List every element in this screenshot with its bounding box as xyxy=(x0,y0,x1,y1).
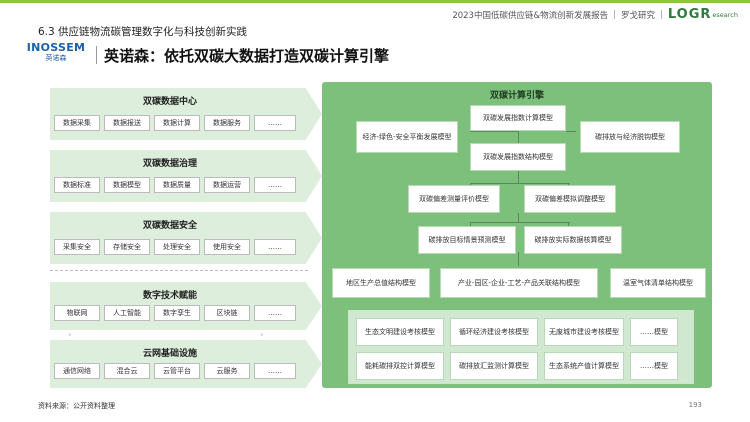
layer-item: …… xyxy=(254,115,296,131)
model-box-accounting: 碳排放实际数据核算模型 xyxy=(524,226,622,254)
section-title: 6.3 供应链物流碳管理数字化与科技创新实践 xyxy=(38,26,248,38)
headline: 英诺森：依托双碳大数据打造双碳计算引擎 xyxy=(104,47,390,65)
carbon-engine-panel: 双碳计算引擎 双碳发展指数计算模型双碳发展指数结构模型经济-绿色-安全平衡发展模… xyxy=(322,82,712,388)
layer-item: 云服务 xyxy=(204,363,250,379)
brand-cn: 英诺森 xyxy=(45,54,67,62)
report-header: 2023中国低碳供应链&物流创新发展报告 | 罗戈研究 | LOGR esear… xyxy=(452,7,738,22)
inossem-logo: INOSSEM 英诺森 xyxy=(22,42,90,66)
layer-item: …… xyxy=(254,363,296,379)
layer-separator xyxy=(50,270,308,271)
model-box-industry: 产业-园区-企业-工艺-产品关联结构模型 xyxy=(440,268,598,298)
model-box-ghg: 温室气体清单结构模型 xyxy=(610,268,706,298)
model-box-energy: 能耗碳排双控计算模型 xyxy=(356,352,444,380)
layer-item: 区块链 xyxy=(204,305,250,321)
model-box-sink: 碳排放汇监测计算模型 xyxy=(450,352,538,380)
connector-line xyxy=(470,222,570,223)
brand-en: INOSSEM xyxy=(26,41,86,54)
model-box-more1: ……模型 xyxy=(630,318,678,346)
page-number: 193 xyxy=(688,401,702,409)
layer-title: 双碳数据中心 xyxy=(142,97,197,107)
chevron-icon: › xyxy=(260,330,264,339)
layer-0 xyxy=(50,88,322,140)
top-accent-line xyxy=(0,0,750,3)
connector-line xyxy=(518,171,519,183)
model-box-eco-civ: 生态文明建设考核模型 xyxy=(356,318,444,346)
brand-divider xyxy=(96,46,97,64)
layer-item: 数据运营 xyxy=(204,177,250,193)
logr-logo-sub: esearch xyxy=(712,10,738,19)
layer-item: 数据报送 xyxy=(104,115,150,131)
model-box-nowaste: 无废城市建设考核模型 xyxy=(544,318,624,346)
connector-line xyxy=(518,131,519,143)
layer-item: 数据质量 xyxy=(154,177,200,193)
layer-item: 处理安全 xyxy=(154,239,200,255)
layer-item: 人工智能 xyxy=(104,305,150,321)
model-box-decouple: 碳排放与经济脱钩模型 xyxy=(580,121,680,153)
engine-title: 双碳计算引擎 xyxy=(489,91,544,101)
report-title: 2023中国低碳供应链&物流创新发展报告 xyxy=(452,10,609,21)
layer-title: 双碳数据安全 xyxy=(142,221,197,231)
layer-item: 使用安全 xyxy=(204,239,250,255)
layer-item: …… xyxy=(254,177,296,193)
layer-title: 双碳数据治理 xyxy=(142,159,197,169)
model-box-deviation-eval: 双碳偏差测量评价模型 xyxy=(408,185,500,213)
layer-item: 数据模型 xyxy=(104,177,150,193)
connector-line xyxy=(518,213,519,223)
layer-item: 数据计算 xyxy=(154,115,200,131)
layer-item: 通信网络 xyxy=(54,363,100,379)
model-box-econ-green: 经济-绿色-安全平衡发展模型 xyxy=(356,121,458,153)
model-box-index-struct: 双碳发展指数结构模型 xyxy=(470,143,566,171)
layer-item: 数据采集 xyxy=(54,115,100,131)
connector-line xyxy=(568,222,569,228)
layer-item: 数字孪生 xyxy=(154,305,200,321)
connector-line xyxy=(470,131,518,132)
logr-logo: LOGR xyxy=(667,7,712,22)
connector-line xyxy=(470,222,471,228)
model-box-scenario: 碳排放目标情景预测模型 xyxy=(418,226,516,254)
layer-item: 物联网 xyxy=(54,305,100,321)
model-box-deviation-adjust: 双碳偏差模拟调整模型 xyxy=(524,185,616,213)
layer-item: …… xyxy=(254,239,296,255)
layer-item: 混合云 xyxy=(104,363,150,379)
chevron-icon: › xyxy=(68,330,72,339)
org-name: 罗戈研究 xyxy=(620,10,655,21)
layer-title: 数字技术赋能 xyxy=(142,291,197,301)
layer-item: …… xyxy=(254,305,296,321)
layer-2 xyxy=(50,212,322,264)
model-box-more2: ……模型 xyxy=(630,352,678,380)
model-box-index-calc: 双碳发展指数计算模型 xyxy=(470,105,566,131)
layer-1 xyxy=(50,150,322,202)
model-box-circular: 循环经济建设考核模型 xyxy=(450,318,538,346)
source-note: 资料来源：公开资料整理 xyxy=(38,402,115,410)
layer-item: 数据标准 xyxy=(54,177,100,193)
layer-item: 数据服务 xyxy=(204,115,250,131)
connector-line xyxy=(518,252,519,266)
connector-line xyxy=(470,183,570,184)
layer-title: 云网基础设施 xyxy=(142,349,197,359)
layer-item: 云管平台 xyxy=(154,363,200,379)
layer-item: 存储安全 xyxy=(104,239,150,255)
layer-item: 采集安全 xyxy=(54,239,100,255)
model-box-eco-value: 生态系统产值计算模型 xyxy=(544,352,624,380)
model-box-region: 地区生产总值结构模型 xyxy=(332,268,430,298)
connector-line xyxy=(566,131,576,132)
